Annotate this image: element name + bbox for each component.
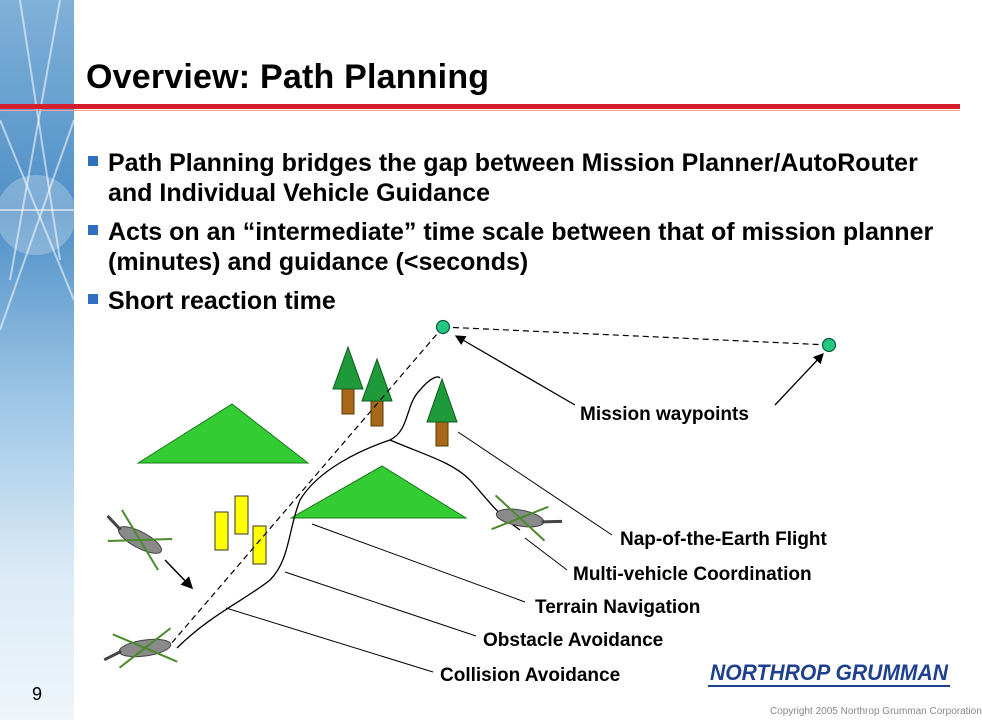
path-planning-diagram: Mission waypoints Nap-of-the-Earth Fligh…	[103, 319, 837, 686]
obstacle-block-icon	[252, 525, 267, 565]
copyright-text: Copyright 2005 Northrop Grumman Corporat…	[770, 706, 982, 717]
bullet-text: Acts on an “intermediate” time scale bet…	[108, 218, 934, 276]
page-number: 9	[31, 684, 42, 704]
waypoint-pointer-line	[774, 353, 824, 406]
bullet-list: Path Planning bridges the gap between Mi…	[88, 148, 933, 325]
tree-icon	[426, 377, 458, 447]
side-decor-band	[0, 0, 76, 720]
square-bullet-icon	[88, 294, 98, 304]
leader-line	[284, 571, 477, 637]
bullet-item: Short reaction time	[88, 286, 428, 316]
label-obstacle-avoidance: Obstacle Avoidance	[483, 630, 663, 651]
square-bullet-icon	[88, 156, 98, 166]
square-bullet-icon	[88, 225, 98, 235]
title-rule-shadow	[0, 110, 960, 111]
waypoint-icon	[821, 337, 837, 353]
leader-line	[311, 523, 526, 603]
waypoint-icon	[435, 319, 451, 335]
bullet-item: Acts on an “intermediate” time scale bet…	[88, 217, 938, 277]
label-collision-avoidance: Collision Avoidance	[440, 665, 620, 686]
bullet-item: Path Planning bridges the gap between Mi…	[88, 148, 928, 208]
descent-arrow	[164, 559, 194, 590]
leader-line	[457, 431, 613, 536]
helicopter-icon	[106, 509, 173, 571]
logo-text: NORTHROP GRUMMAN	[710, 660, 949, 685]
obstacle-block-icon	[214, 511, 229, 551]
tree-icon	[361, 357, 393, 427]
bullet-text: Short reaction time	[108, 287, 336, 315]
label-nap-of-earth: Nap-of-the-Earth Flight	[620, 529, 828, 550]
decor-rays-icon	[0, 0, 76, 331]
hill-icon	[136, 403, 310, 464]
title-bar: Overview: Path Planning	[0, 0, 960, 111]
northrop-grumman-logo: NORTHROP GRUMMAN	[704, 656, 954, 697]
leader-line	[524, 537, 568, 571]
label-terrain-navigation: Terrain Navigation	[535, 597, 700, 618]
obstacle-block-icon	[234, 495, 249, 535]
hill-icon	[289, 465, 468, 519]
logo-icon: NORTHROP GRUMMAN	[708, 660, 950, 687]
title-rule	[0, 104, 960, 109]
planned-route-line	[442, 326, 830, 346]
leader-line	[225, 607, 434, 673]
tree-icon	[332, 345, 364, 415]
helicopter-icon	[103, 627, 178, 669]
label-mission-waypoints: Mission waypoints	[580, 404, 749, 425]
helicopter-icon	[491, 494, 563, 542]
label-multi-vehicle: Multi-vehicle Coordination	[573, 564, 812, 585]
waypoint-pointer-line	[454, 335, 576, 406]
bullet-text: Path Planning bridges the gap between Mi…	[108, 149, 918, 207]
page-title: Overview: Path Planning	[86, 58, 490, 96]
